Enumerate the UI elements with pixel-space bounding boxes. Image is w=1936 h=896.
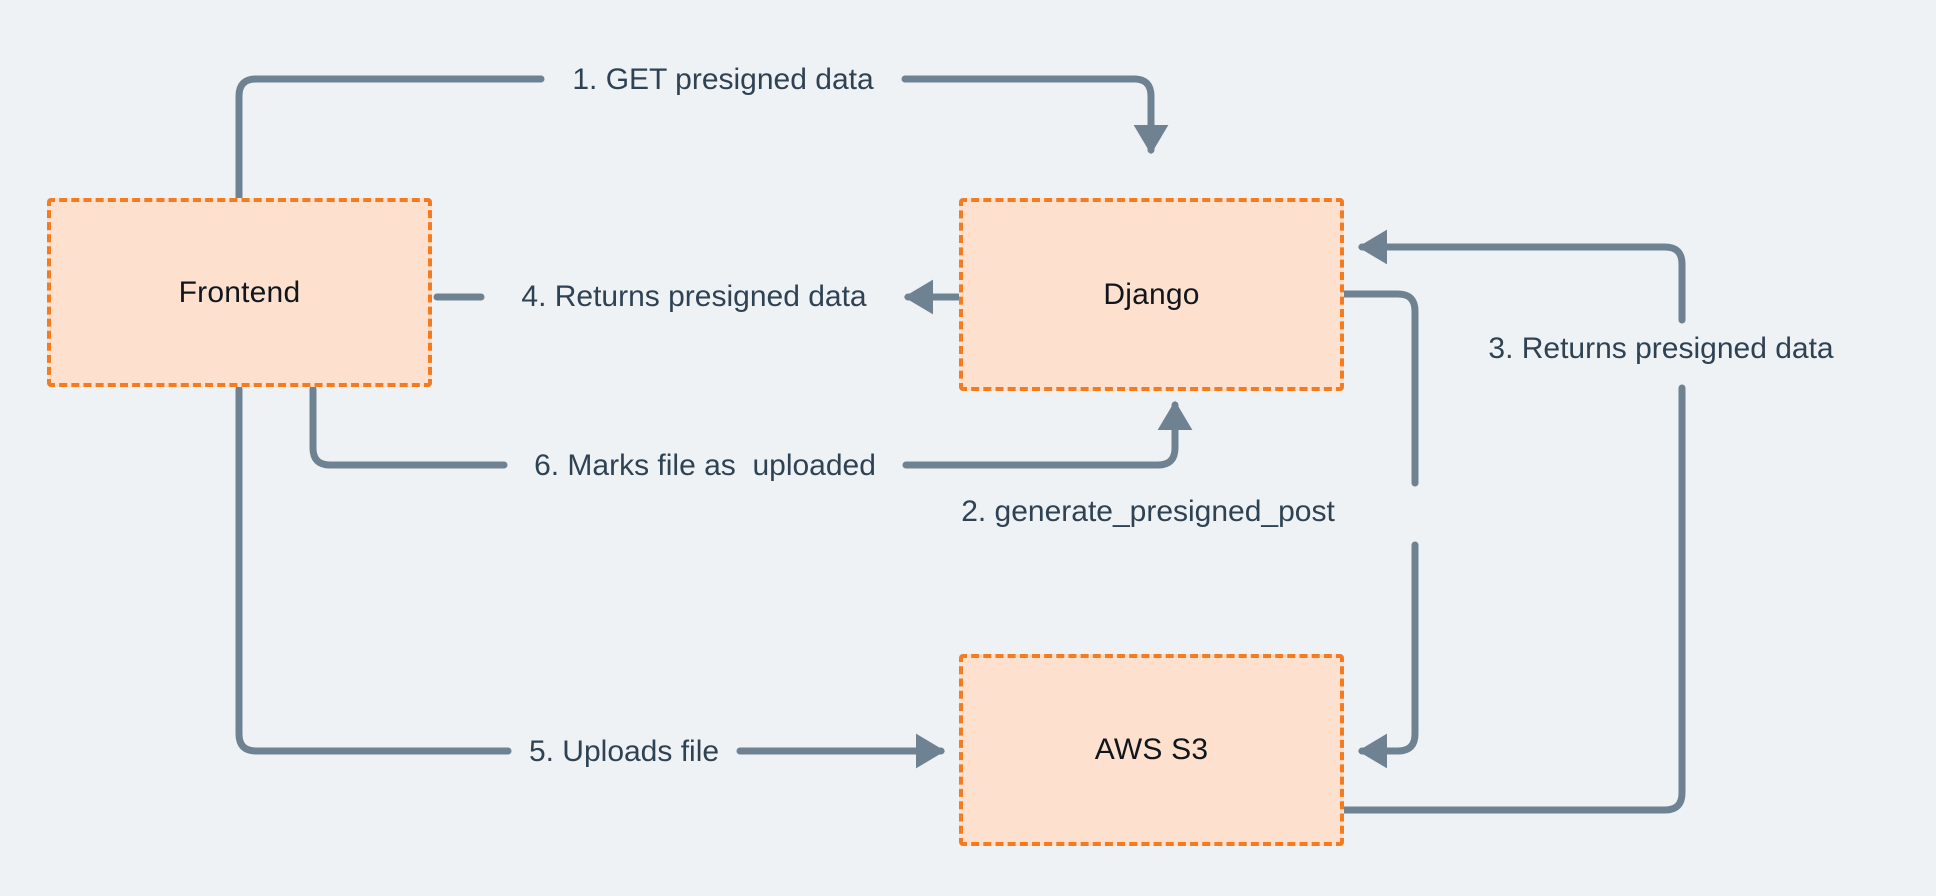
edge-label-5: 5. Uploads file <box>522 734 726 770</box>
node-aws-s3-label: AWS S3 <box>1094 733 1209 766</box>
edge-6-path-b <box>902 400 1193 469</box>
edge-label-6: 6. Marks file as uploaded <box>528 448 882 484</box>
edge-1-path <box>235 75 545 201</box>
node-django-label: Django <box>1103 277 1200 311</box>
edge-1-path-b <box>901 75 1169 155</box>
edge-label-4: 4. Returns presigned data <box>515 279 873 315</box>
edge-3-path <box>1340 384 1686 814</box>
edge-label-3: 3. Returns presigned data <box>1482 331 1840 367</box>
node-frontend-label: Frontend <box>178 275 301 309</box>
edge-label-1: 1. GET presigned data <box>566 62 880 98</box>
edge-5-path <box>235 385 512 755</box>
node-aws-s3[interactable]: AWS S3 <box>959 654 1344 846</box>
edge-6-path <box>309 385 508 469</box>
node-frontend[interactable]: Frontend <box>47 198 432 387</box>
edge-label-2: 2. generate_presigned_post <box>955 494 1341 530</box>
node-django[interactable]: Django <box>959 198 1344 391</box>
edge-2-path <box>1340 290 1419 487</box>
edge-2-path-b <box>1357 541 1419 769</box>
edge-3-path-b <box>1357 229 1686 324</box>
